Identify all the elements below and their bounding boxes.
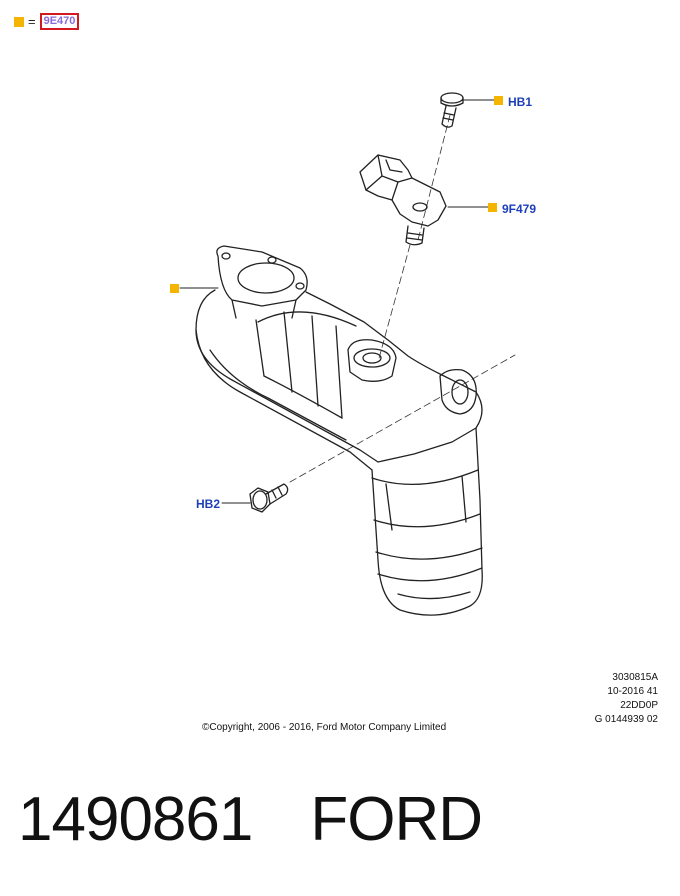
legend-key: = 9E470 xyxy=(14,13,80,30)
intake-housing-part xyxy=(195,245,483,616)
footer-brand: FORD xyxy=(310,785,483,854)
meta-line: 22DD0P xyxy=(620,700,658,711)
sensor-9f479-part xyxy=(359,154,447,246)
bolt-hb1-part xyxy=(440,92,464,128)
marker-9f479 xyxy=(488,203,497,212)
legend-equals: = xyxy=(28,13,36,29)
legend-reference-link[interactable]: 9E470 xyxy=(39,13,80,30)
copyright-notice: ©Copyright, 2006 - 2016, Ford Motor Comp… xyxy=(202,722,447,733)
marker-housing xyxy=(170,284,179,293)
assembly-axis-lines xyxy=(289,114,516,483)
footer-title: 1490861 FORD xyxy=(18,784,483,855)
callout-9f479[interactable]: 9F479 xyxy=(502,202,537,216)
meta-line: 10-2016 41 xyxy=(607,686,658,697)
meta-line: 3030815A xyxy=(612,672,658,683)
callout-hb2[interactable]: HB2 xyxy=(196,497,221,511)
meta-line: G 0144939 02 xyxy=(594,714,658,725)
marker-square-icon xyxy=(14,16,24,27)
bolt-hb2-part xyxy=(249,483,289,513)
footer-part-number: 1490861 xyxy=(18,785,253,854)
drawing-metadata: 3030815A 10-2016 41 22DD0P G 0144939 02 xyxy=(595,671,658,727)
callout-hb1[interactable]: HB1 xyxy=(508,95,533,109)
marker-hb1 xyxy=(494,96,503,105)
